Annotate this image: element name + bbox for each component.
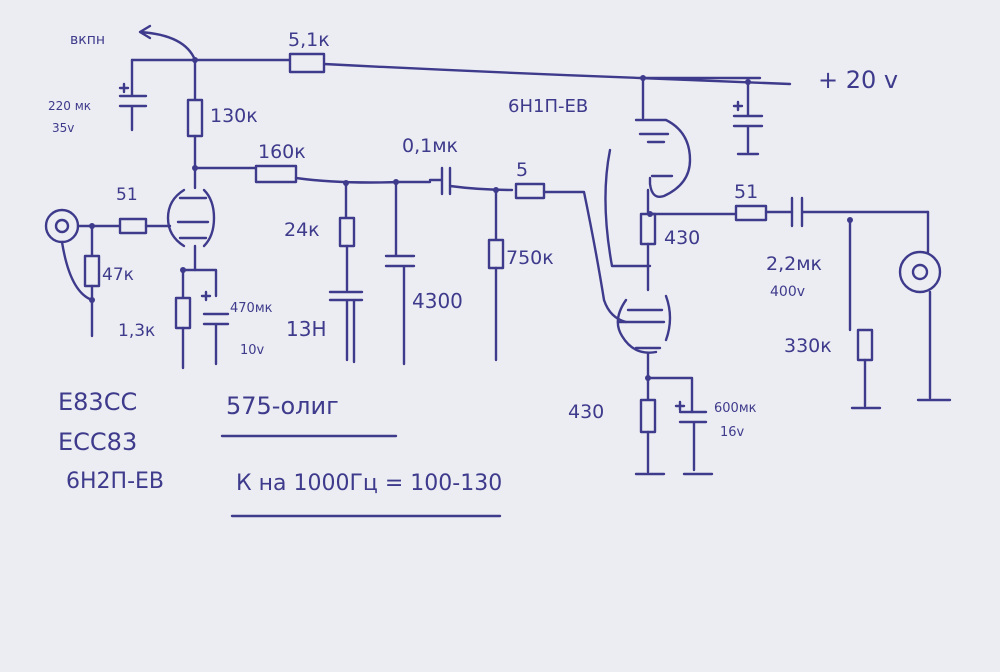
cathode-network-2 [634,376,714,476]
label-supply: + 20 v [818,66,898,94]
tube-stage-2-upper [604,76,692,268]
label-inductor: 13Н [286,317,327,341]
capacitor-bypass [732,80,764,156]
label-vkpn: вкпн [70,32,105,48]
resistor-series-160k [193,164,432,186]
label-tube-2-type: 6Н1П-ЕВ [508,96,588,117]
label-r-grid-stop-1: 51 [116,185,138,205]
note-tube-2: ECC83 [58,428,137,456]
label-r-load: 330к [784,335,832,357]
label-c-tank: 4300 [412,289,463,313]
tube-stage-1 [166,166,216,273]
resistor-output-series [648,204,794,222]
label-c-cathode-2-value: 600мк [714,401,757,416]
output-arrow-vkpn [138,24,197,62]
note-tube-1: E83CC [58,388,137,416]
note-tube-3: 6Н2П-ЕВ [66,469,164,494]
label-r-cathode-2: 430 [568,401,604,423]
label-c-filter-voltage: 35v [52,121,74,135]
label-c-out-voltage: 400v [770,284,805,300]
resistor-load [848,218,882,410]
label-r-series: 160к [258,141,306,163]
label-r-plate-2: 430 [664,227,700,249]
tube-stage-2-lower [616,294,672,382]
label-r-supply: 5,1к [288,29,330,51]
label-r-out-series: 51 [734,181,758,203]
resistor-divider-24k [338,181,356,292]
capacitor-tank-4300 [384,180,416,366]
label-c-coupling: 0,1мк [402,135,458,157]
cathode-network-1 [174,268,230,370]
resistor-supply [288,52,326,74]
label-r-cathode-1: 1,3к [118,321,155,341]
label-c-out-value: 2,2мк [766,253,822,275]
label-r-plate-1: 130к [210,105,258,127]
label-r-input: 47к [102,265,134,285]
output-jack [898,210,952,402]
label-c-filter-value: 220 мк [48,99,91,113]
resistor-plate-2 [639,211,657,292]
resistor-grid-stop-1 [118,217,172,235]
label-c-cathode-1-value: 470мк [230,301,273,316]
label-r-divider: 24к [284,219,320,241]
resistor-input [83,224,101,303]
note-gain-ref: 575-олиг [226,392,339,420]
resistor-grid-2 [487,188,505,362]
capacitor-filter [118,58,148,132]
label-r-grid-2: 750к [506,247,554,269]
note-gain-formula: К на 1000Гц = 100-130 [236,471,502,496]
supply-rail [130,57,792,86]
resistor-grid-stop-2 [514,182,628,324]
inductor-13h [328,290,364,364]
label-c-cathode-1-voltage: 10v [240,343,265,358]
label-r-grid-stop-2: 5 [516,159,528,181]
resistor-plate-1 [186,58,204,171]
label-c-cathode-2-voltage: 16v [720,425,745,440]
